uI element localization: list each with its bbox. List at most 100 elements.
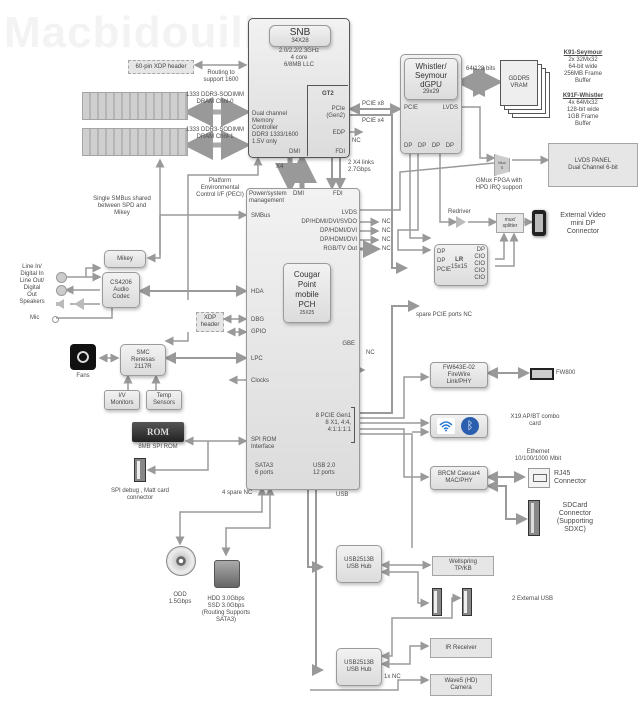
wire-gpu-lvds: [452, 106, 496, 163]
pch-display-outs: LVDS DP/HDMI/DVI/SVDO DP/HDMI/DVI DP/HDM…: [301, 210, 357, 252]
pch-clocks: Clocks: [251, 378, 270, 384]
gt2-edp: EDP: [332, 130, 345, 136]
link-pcie-x8: PCIE x8: [362, 101, 385, 107]
fan-icon: [70, 344, 96, 370]
usb-port-2-icon: [462, 588, 472, 616]
hdd-icon: [214, 560, 240, 588]
gpu-title-box: Whistler/ Seymour dGPU 29x29: [404, 58, 458, 100]
odd-disc-icon: [166, 546, 196, 576]
wire-gpu-dp1: [409, 152, 432, 243]
dimm-1: [82, 128, 188, 156]
wire-airport-2: [350, 433, 413, 548]
one-nc: 1x NC: [384, 674, 401, 680]
pch-smbus: SMBus: [251, 213, 271, 219]
pch-dbg: DBG: [251, 317, 265, 323]
wire-linein: [66, 263, 102, 278]
wire-ext-usb1: [380, 567, 430, 608]
redriver-icon: [456, 216, 466, 228]
spare-pcie-label: spare PCIE ports NC: [416, 312, 473, 318]
pch-title-box: Cougar Point mobile PCH 25X25: [283, 263, 331, 323]
mikey: Mikey: [104, 250, 146, 268]
fans-label: Fans: [76, 373, 90, 379]
pch-dmi: DMI: [293, 191, 304, 197]
xdp-header-top: 60-pin XDP header: [128, 60, 194, 74]
mux-splitter: mux/splitter: [496, 213, 524, 233]
gt2-label: GT2: [322, 91, 334, 97]
wire-usb-camera: [310, 675, 430, 691]
gpu-dp-ports: DP DP DP DP: [404, 143, 455, 149]
redriver-label: Redriver: [448, 209, 471, 215]
wire-spidebug: [146, 441, 209, 475]
fw800-port-icon: [530, 368, 554, 380]
vram-label: GDDR5: [508, 76, 530, 82]
line-in-jack-icon: [56, 272, 67, 283]
pch-gbe: GBE: [342, 341, 355, 347]
pch-fdi: FDI: [333, 191, 343, 197]
wire-lr-mux-2: [495, 232, 519, 267]
pch-gpio: GPIO: [251, 329, 267, 335]
wire-pcie-x4: [350, 114, 408, 274]
wire-sata-hdd: [221, 486, 275, 557]
wire-peci: [187, 156, 263, 300]
ir-receiver: IR Receiver: [430, 638, 492, 658]
rj45-icon: [528, 468, 550, 488]
usb-port-1-icon: [432, 588, 442, 616]
wire-mic: [56, 308, 113, 319]
sdcard-slot-icon: [528, 500, 540, 536]
fw800-label: FW800: [556, 370, 576, 376]
gt2-block: GT2 PCIe(Gen2) EDP FDI: [307, 85, 348, 156]
gt2-fdi: FDI: [335, 149, 345, 155]
speaker-icon: [56, 299, 64, 309]
mini-dp-connector-icon: [532, 210, 546, 236]
wire-firewire: [348, 372, 430, 423]
wire-smc-gpio: [164, 332, 189, 346]
link-x4: X4: [276, 164, 284, 170]
ext-usb-label: 2 External USB: [512, 596, 554, 602]
spi-rom: ROM: [132, 422, 184, 442]
nc-2: NC: [382, 228, 391, 234]
cpu-name: SNB: [289, 26, 311, 38]
wifi-icon: [437, 418, 455, 434]
pcie-bracket: [351, 407, 355, 443]
cpu-title-box: SNB 34X28: [269, 25, 331, 47]
airport-card: ᛒ: [430, 414, 488, 438]
gpu-lvds: LVDS: [442, 105, 458, 111]
pch-lpc: LPC: [251, 356, 263, 362]
mic-icon: [52, 316, 59, 323]
wire-usb-hub1: [307, 488, 324, 573]
wire-ethernet: [350, 428, 430, 482]
edp-nc: NC: [352, 138, 361, 144]
amplifier-icon: [74, 298, 84, 310]
